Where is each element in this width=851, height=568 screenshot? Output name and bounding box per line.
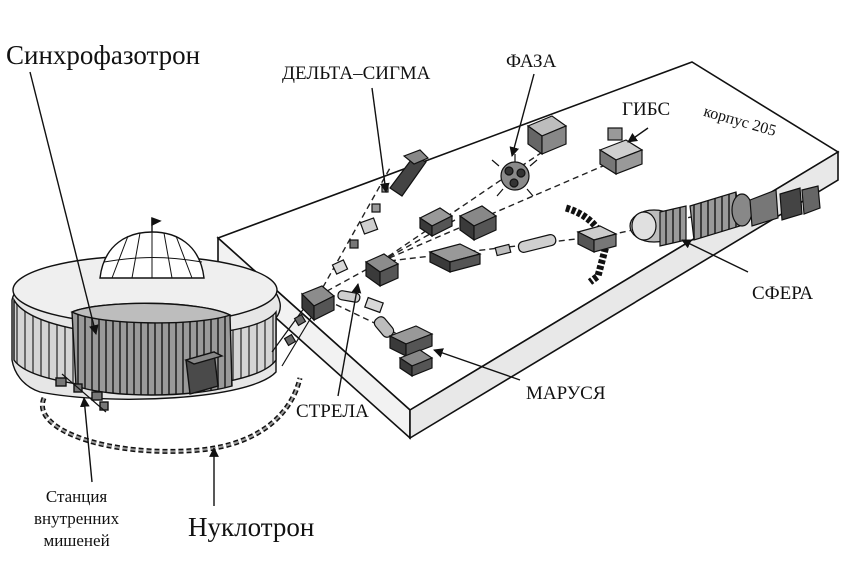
label-faza: ФАЗА	[506, 51, 557, 72]
synchrophasotron	[11, 216, 281, 413]
leader-lines	[29, 71, 749, 506]
label-strela: СТРЕЛА	[296, 401, 369, 422]
sfera-setup	[564, 185, 821, 285]
marusya-setup	[337, 290, 434, 378]
label-marusya: МАРУСЯ	[526, 383, 606, 404]
equipment	[300, 115, 821, 378]
faza-detector	[491, 154, 538, 197]
label-sfera: СФЕРА	[752, 283, 814, 304]
label-station-line-1: Станция	[45, 487, 108, 506]
gibs-detector	[598, 127, 644, 176]
label-delta-sigma: ДЕЛЬТА–СИГМА	[282, 63, 431, 84]
label-station-line-2: внутренних	[34, 509, 120, 529]
label-internal-target-station: Станция внутренних мишеней	[34, 486, 119, 552]
nuclotron-ring	[39, 377, 303, 454]
label-synchrophasotron: Синхрофазотрон	[6, 40, 201, 70]
quadrupole-lenses	[494, 234, 557, 257]
label-station-line-3: мишеней	[43, 531, 110, 551]
label-gibs: ГИБС	[622, 99, 671, 120]
label-nuclotron: Нуклотрон	[188, 512, 315, 542]
internal-target-station	[55, 373, 109, 413]
